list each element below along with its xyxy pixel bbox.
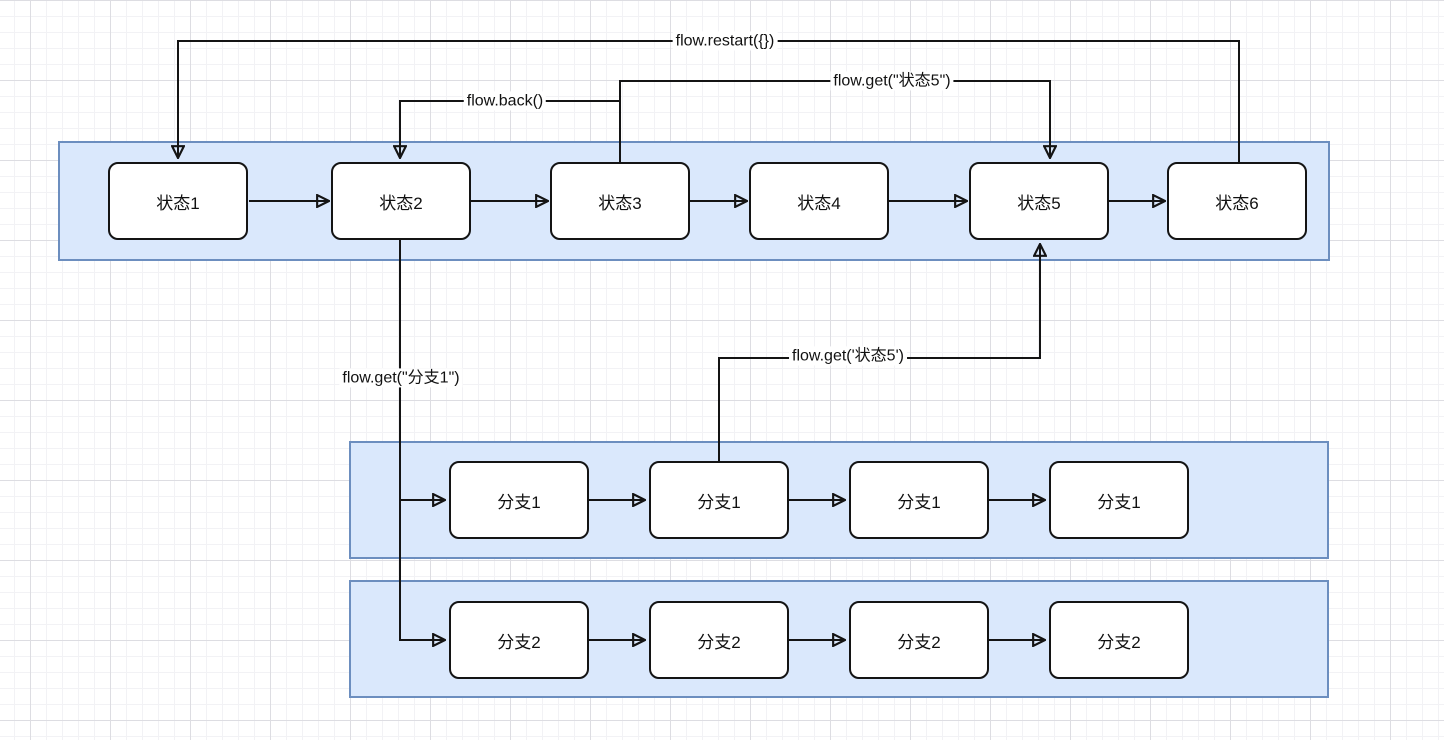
edge-label-flow-back[interactable]: flow.back() [463, 91, 547, 111]
branch2-node-4[interactable]: 分支2 [1049, 601, 1189, 679]
branch1-node-2[interactable]: 分支1 [649, 461, 789, 539]
branch2-node-1[interactable]: 分支2 [449, 601, 589, 679]
branch2-node-2[interactable]: 分支2 [649, 601, 789, 679]
branch1-node-4[interactable]: 分支1 [1049, 461, 1189, 539]
state-node-4[interactable]: 状态4 [749, 162, 889, 240]
main-flow-container[interactable] [58, 141, 1330, 261]
state-node-6[interactable]: 状态6 [1167, 162, 1307, 240]
state-node-1[interactable]: 状态1 [108, 162, 248, 240]
edge-label-flow-get-state5-bottom[interactable]: flow.get('状态5') [789, 346, 907, 366]
state-node-3[interactable]: 状态3 [550, 162, 690, 240]
edge-label-flow-get-branch1[interactable]: flow.get("分支1") [339, 368, 463, 388]
branch1-node-3[interactable]: 分支1 [849, 461, 989, 539]
state-node-2[interactable]: 状态2 [331, 162, 471, 240]
state-node-5[interactable]: 状态5 [969, 162, 1109, 240]
branch2-node-3[interactable]: 分支2 [849, 601, 989, 679]
edge-label-flow-restart[interactable]: flow.restart({}) [672, 31, 778, 51]
branch1-node-1[interactable]: 分支1 [449, 461, 589, 539]
edge-label-flow-get-state5-top[interactable]: flow.get("状态5") [830, 71, 954, 91]
